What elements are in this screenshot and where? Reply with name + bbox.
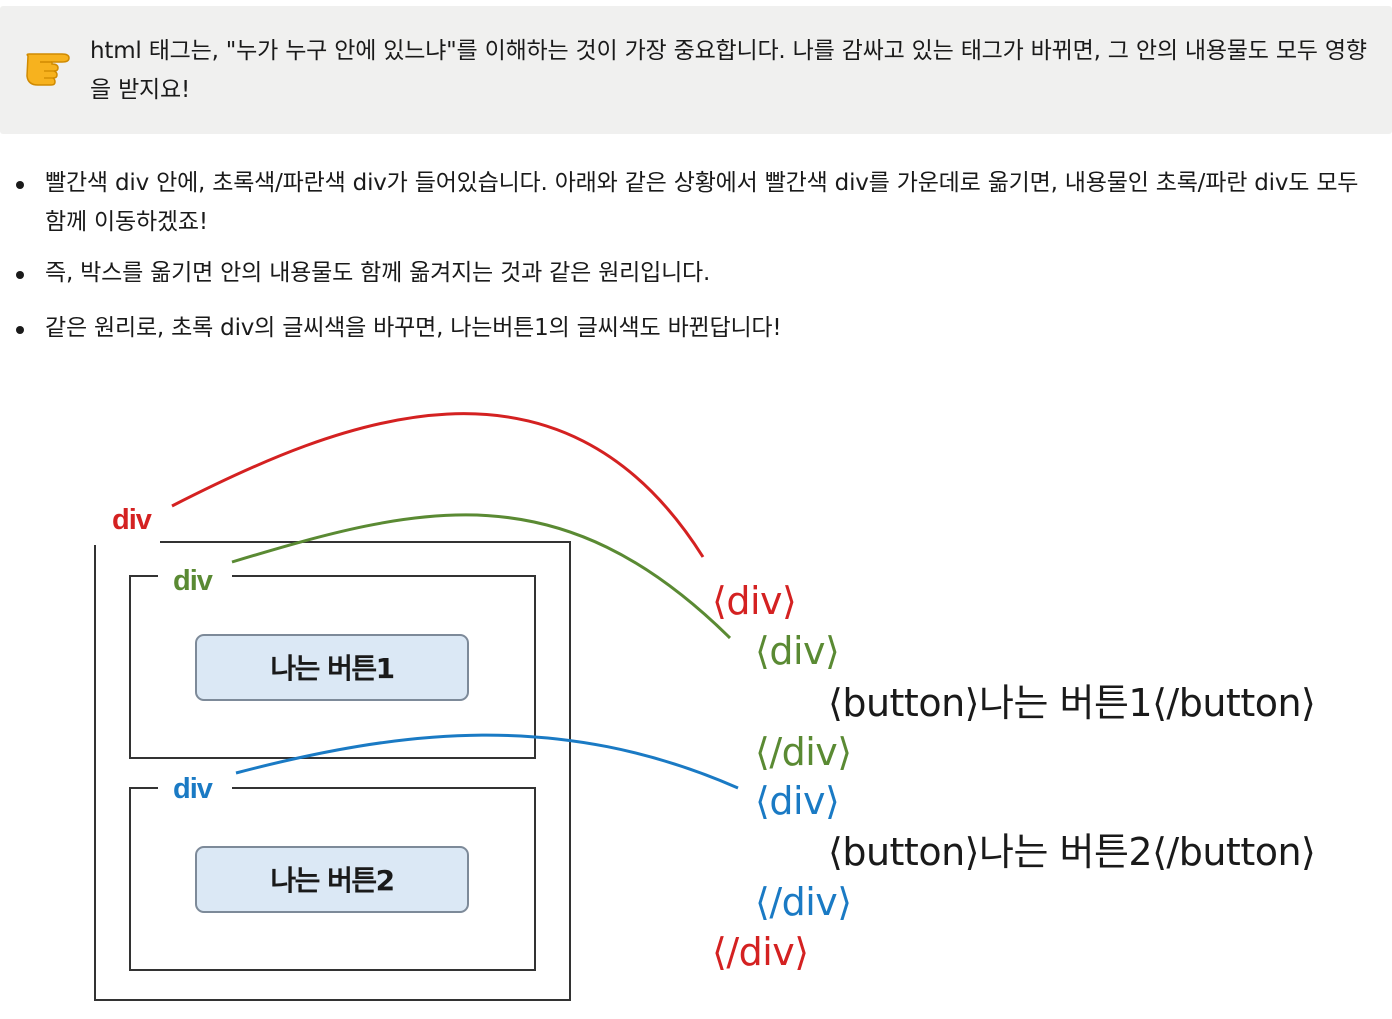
code-button2: ⟨button⟩나는 버튼2⟨/button⟩ xyxy=(828,830,1315,874)
blue-div-label: div xyxy=(173,773,213,805)
callout-text: html 태그는, "누가 누구 안에 있느냐"를 이해하는 것이 가장 중요합… xyxy=(90,38,1367,103)
blue-div-box xyxy=(129,787,536,971)
code-green-open: ⟨div⟩ xyxy=(755,629,839,673)
green-connector xyxy=(231,513,732,640)
button2-label: 나는 버튼2 xyxy=(270,864,393,897)
callout-box: html 태그는, "누가 누구 안에 있느냐"를 이해하는 것이 가장 중요합… xyxy=(0,6,1392,134)
list-item: 같은 원리로, 초록 div의 글씨색을 바꾸면, 나는버튼1의 글씨색도 바뀐… xyxy=(0,309,1392,348)
code-green-close: ⟨/div⟩ xyxy=(755,730,852,774)
bullet-list: 빨간색 div 안에, 초록색/파란색 div가 들어있습니다. 아래와 같은 … xyxy=(0,164,1392,348)
code-red-open: ⟨div⟩ xyxy=(712,579,796,623)
button2-box[interactable] xyxy=(195,846,469,913)
green-div-label: div xyxy=(173,565,213,597)
list-item: 빨간색 div 안에, 초록색/파란색 div가 들어있습니다. 아래와 같은 … xyxy=(0,164,1392,242)
outer-div-box xyxy=(94,541,571,1001)
outer-div-label: div xyxy=(112,504,152,536)
code-red-close: ⟨/div⟩ xyxy=(712,930,809,974)
button1-label: 나는 버튼1 xyxy=(270,652,393,685)
code-blue-open: ⟨div⟩ xyxy=(755,779,839,823)
pointing-hand-icon xyxy=(26,53,70,86)
red-connector xyxy=(171,412,705,558)
green-div-box xyxy=(129,575,536,759)
list-item: 즉, 박스를 옮기면 안의 내용물도 함께 옮겨지는 것과 같은 원리입니다. xyxy=(0,254,1392,293)
button1-box[interactable] xyxy=(195,634,469,701)
code-button1: ⟨button⟩나는 버튼1⟨/button⟩ xyxy=(828,681,1315,725)
code-blue-close: ⟨/div⟩ xyxy=(755,880,852,924)
blue-connector xyxy=(235,733,739,790)
